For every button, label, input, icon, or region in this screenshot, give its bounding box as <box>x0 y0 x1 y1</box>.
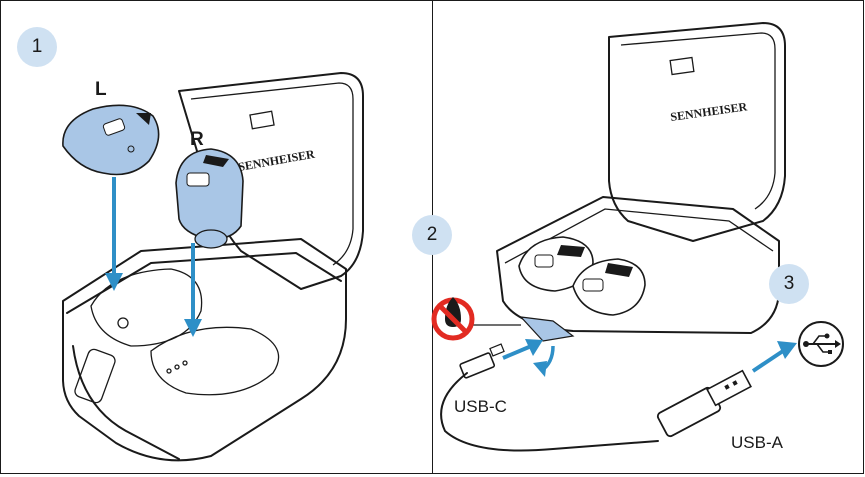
step-3-badge: 3 <box>769 264 809 304</box>
panel-charge-case: SENNHEISER <box>412 0 864 474</box>
case-brand-logo: SENNHEISER <box>669 99 748 124</box>
panel-insert-earbuds: SENNHEISER 1 L R <box>0 0 433 474</box>
usb-c-label: USB-C <box>454 397 507 416</box>
left-earbud <box>62 104 160 176</box>
left-earbud-label: L <box>95 79 107 100</box>
case-lid <box>608 22 786 242</box>
right-earbud-label: R <box>190 129 204 150</box>
right-earbud <box>175 148 244 241</box>
plug-in-usb-c-arrow <box>525 339 543 356</box>
step-1-badge: 1 <box>17 27 57 67</box>
case-base <box>62 238 347 462</box>
plug-in-usb-a-arrow <box>777 341 797 359</box>
usb-c-plug <box>459 352 496 379</box>
case-front <box>72 345 180 460</box>
usb-cable <box>440 372 659 452</box>
case-brand-logo: SENNHEISER <box>237 147 316 174</box>
insert-earbuds-illustration: SENNHEISER <box>62 72 364 462</box>
step-2-badge: 2 <box>412 215 452 255</box>
charging-illustration: SENNHEISER <box>431 22 844 452</box>
insert-left-arrow <box>105 273 123 291</box>
left-earbud-cavity <box>90 268 203 347</box>
right-earbud-cavity <box>150 326 280 396</box>
usb-a-label: USB-A <box>731 433 783 452</box>
insert-right-arrow <box>184 319 202 337</box>
